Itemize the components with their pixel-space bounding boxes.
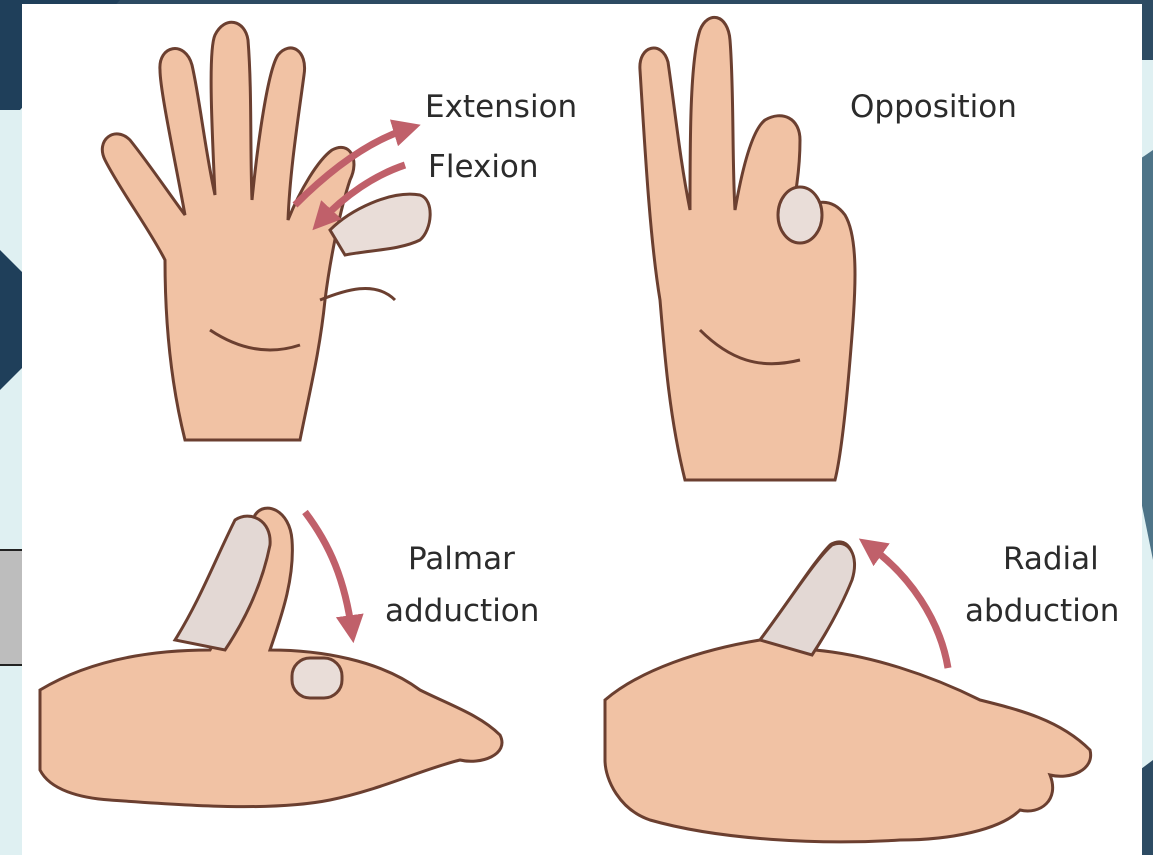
label-extension: Extension	[425, 88, 577, 126]
label-opposition: Opposition	[850, 88, 1017, 126]
palmar-adduction-arrow-icon	[305, 512, 352, 632]
radial-abduction-arrow-icon	[868, 545, 948, 668]
hand-radial-abduction	[605, 542, 1091, 842]
label-radial-line1: Radial	[1003, 540, 1099, 578]
label-radial-line2: abduction	[965, 592, 1119, 630]
label-flexion: Flexion	[428, 148, 539, 186]
hand-opposition	[640, 17, 855, 480]
label-palmar-line1: Palmar	[408, 540, 515, 578]
hand-extension-flexion	[102, 22, 430, 440]
label-palmar-line2: adduction	[385, 592, 539, 630]
